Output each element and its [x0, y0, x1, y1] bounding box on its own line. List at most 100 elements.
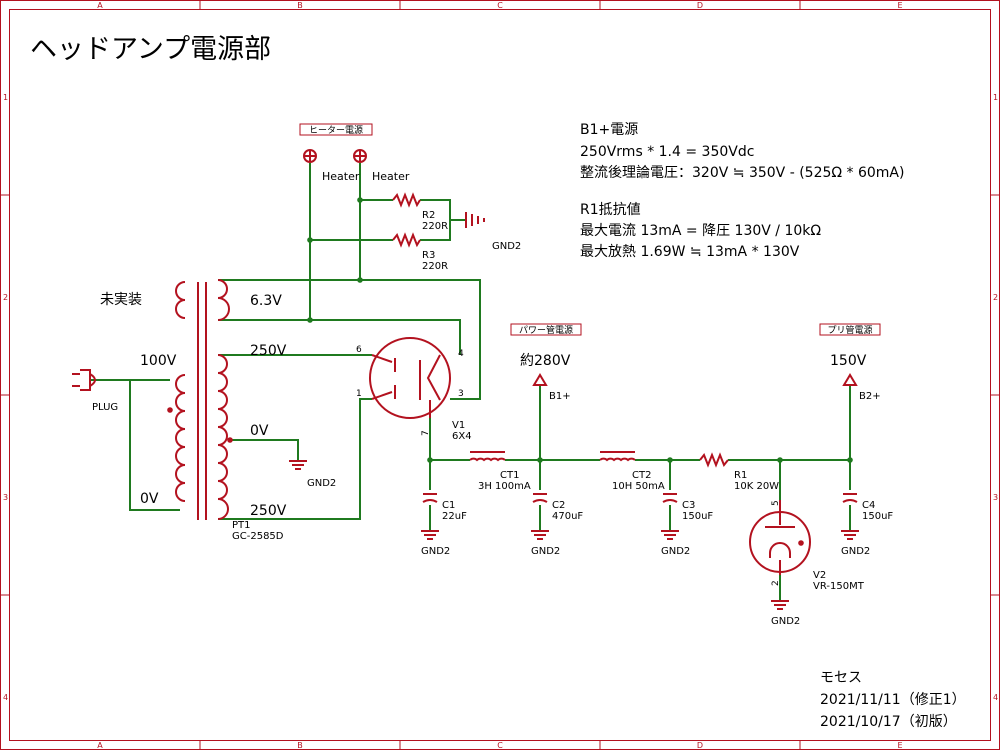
signature-block: モセス 2021/11/11（修正1） 2021/10/17（初版）	[820, 670, 966, 730]
svg-text:V1: V1	[452, 420, 465, 431]
label-unmounted: 未実装	[100, 292, 142, 308]
label-250v-bottom: 250V	[250, 503, 287, 519]
svg-text:B2+: B2+	[859, 391, 881, 402]
svg-text:GND2: GND2	[771, 616, 800, 627]
svg-text:C4: C4	[862, 500, 875, 511]
svg-text:10K 20W: 10K 20W	[734, 481, 779, 492]
svg-text:R3: R3	[422, 250, 435, 261]
frame-row-3-right: 3	[993, 493, 998, 502]
resistor-r3: R3 220R	[392, 232, 448, 272]
capacitor-c2: C2 470uF	[532, 493, 583, 522]
svg-text:10H 50mA: 10H 50mA	[612, 481, 665, 492]
frame-col-d-bottom: D	[697, 741, 703, 750]
frame-col-b-bottom: B	[297, 741, 303, 750]
svg-text:ヒーター電源: ヒーター電源	[309, 125, 363, 136]
svg-text:GND2: GND2	[492, 241, 521, 252]
svg-text:C2: C2	[552, 500, 565, 511]
svg-text:B1+: B1+	[549, 391, 571, 402]
svg-text:C1: C1	[442, 500, 455, 511]
b1-title: B1+電源	[580, 122, 638, 138]
svg-text:GND2: GND2	[307, 478, 336, 489]
svg-text:GND2: GND2	[421, 546, 450, 557]
svg-text:C3: C3	[682, 500, 695, 511]
svg-text:3: 3	[458, 389, 464, 399]
heater-terminal-b	[353, 149, 367, 163]
choke-ct2: CT2 10H 50mA	[599, 451, 665, 492]
heater-net-tag: ヒーター電源	[299, 123, 373, 136]
svg-text:220R: 220R	[422, 221, 448, 232]
svg-text:V2: V2	[813, 570, 826, 581]
frame-col-e-bottom: E	[897, 741, 902, 750]
revision-0: 2021/10/17（初版）	[820, 713, 957, 730]
ground-c3: GND2	[661, 530, 690, 557]
svg-text:VR-150MT: VR-150MT	[813, 581, 865, 592]
svg-text:R1: R1	[734, 470, 747, 481]
svg-text:6X4: 6X4	[452, 431, 472, 442]
svg-text:220R: 220R	[422, 261, 448, 272]
svg-text:470uF: 470uF	[552, 511, 583, 522]
capacitor-c1: C1 22uF	[422, 493, 467, 522]
frame-row-3-left: 3	[3, 493, 8, 502]
resistor-r2: R2 220R	[392, 192, 448, 232]
b1-plus-marker: B1+ 約280V	[520, 353, 571, 402]
transformer-pt1: PT1 GC-2585D	[167, 279, 284, 542]
junction-dots	[307, 197, 853, 463]
frame-col-c-top: C	[497, 1, 503, 10]
svg-text:GC-2585D: GC-2585D	[232, 531, 284, 542]
svg-text:GND2: GND2	[661, 546, 690, 557]
frame-col-a-top: A	[97, 1, 103, 10]
r1-line2: 最大放熱 1.69W ≒ 13mA * 130V	[580, 244, 800, 260]
capacitor-c3: C3 150uF	[662, 493, 713, 522]
ground-c2: GND2	[531, 530, 560, 557]
frame-col-b-top: B	[297, 1, 303, 10]
frame-col-a-bottom: A	[97, 741, 103, 750]
svg-text:CT2: CT2	[632, 470, 651, 481]
svg-text:PLUG: PLUG	[92, 402, 118, 413]
tube-v1: 6 4 1 3 7 V1 6X4	[356, 337, 472, 442]
ground-pt1-ct: GND2	[289, 460, 336, 489]
revision-1: 2021/11/11（修正1）	[820, 692, 966, 708]
label-approx-280v: 約280V	[520, 353, 571, 369]
svg-text:22uF: 22uF	[442, 511, 467, 522]
svg-text:GND2: GND2	[531, 546, 560, 557]
capacitor-c4: C4 150uF	[842, 493, 893, 522]
frame-row-2-left: 2	[3, 293, 8, 302]
calc-notes: B1+電源 250Vrms * 1.4 = 350Vdc 整流後理論電圧：320…	[580, 122, 904, 260]
svg-text:プリ管電源: プリ管電源	[827, 324, 872, 336]
label-150v: 150V	[830, 353, 867, 369]
svg-text:CT1: CT1	[500, 470, 519, 481]
frame-row-2-right: 2	[993, 293, 998, 302]
ground-c1: GND2	[421, 530, 450, 557]
label-0v-ct: 0V	[250, 423, 269, 439]
r1-title: R1抵抗値	[580, 202, 641, 218]
plug: PLUG	[72, 369, 118, 413]
svg-text:7: 7	[421, 430, 431, 436]
tube-v2: 5 2 V2 VR-150MT	[749, 500, 865, 592]
svg-text:5: 5	[771, 500, 781, 506]
svg-text:6: 6	[356, 345, 362, 355]
svg-text:3H 100mA: 3H 100mA	[478, 481, 531, 492]
frame-row-1-right: 1	[993, 93, 998, 102]
frame-col-d-top: D	[697, 1, 703, 10]
label-6-3v: 6.3V	[250, 293, 282, 309]
b1-line1: 250Vrms * 1.4 = 350Vdc	[580, 144, 754, 160]
svg-text:PT1: PT1	[232, 520, 251, 531]
svg-text:1: 1	[356, 389, 362, 399]
choke-ct1: CT1 3H 100mA	[469, 451, 531, 492]
svg-text:GND2: GND2	[841, 546, 870, 557]
b1-line2: 整流後理論電圧：320V ≒ 350V - (525Ω * 60mA)	[580, 165, 904, 181]
svg-text:150uF: 150uF	[682, 511, 713, 522]
label-100v: 100V	[140, 353, 177, 369]
label-250v-top: 250V	[250, 343, 287, 359]
frame-row-1-left: 1	[3, 93, 8, 102]
ground-c4: GND2	[841, 530, 870, 557]
ground-v2: GND2	[771, 600, 800, 627]
heater-a-label: Heater	[322, 170, 360, 183]
svg-text:150uF: 150uF	[862, 511, 893, 522]
ground-heater: GND2	[465, 212, 521, 252]
heater-b-label: Heater	[372, 170, 410, 183]
heater-terminal-a	[303, 149, 317, 163]
svg-text:パワー管電源: パワー管電源	[519, 324, 573, 336]
frame-row-4-left: 4	[3, 693, 8, 702]
